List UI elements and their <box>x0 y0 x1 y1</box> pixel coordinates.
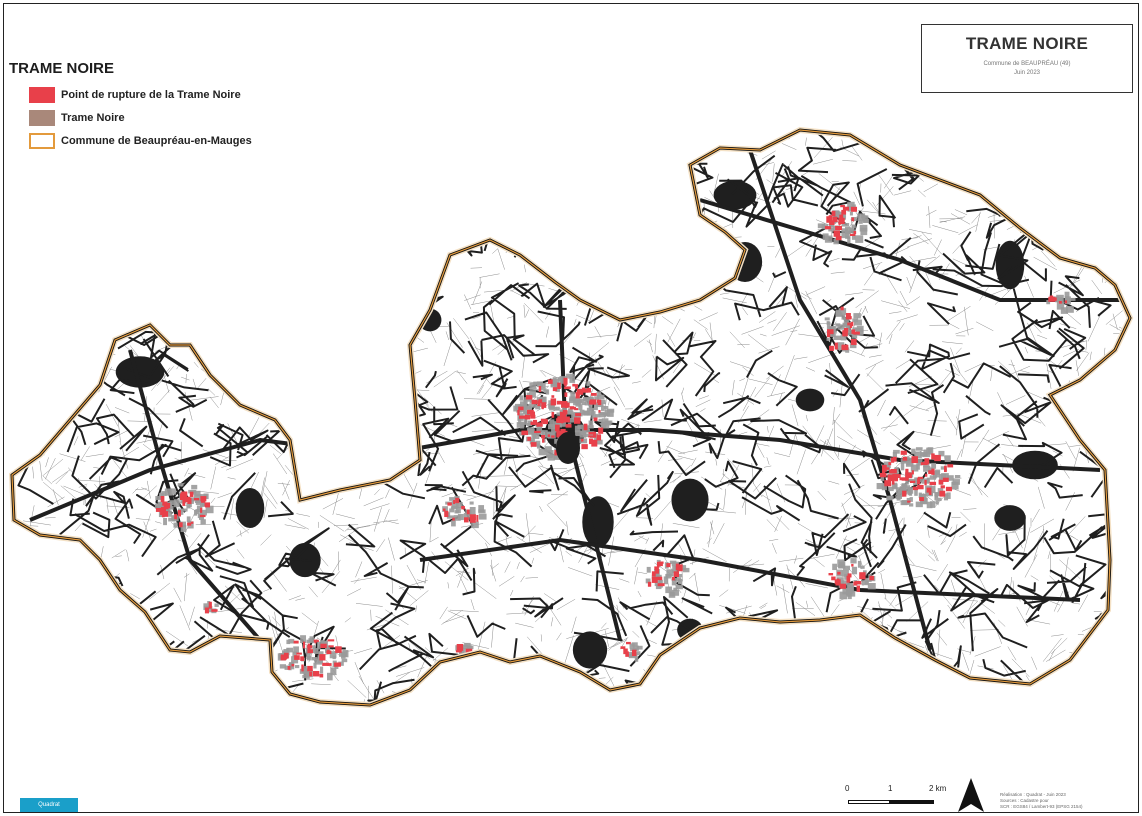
producer-logo: Quadrat <box>20 798 78 812</box>
legend-swatch-rupture <box>29 87 55 103</box>
credits-line-3: SCR : EGS84 / Lambert-93 (EPSG 2154) <box>1000 804 1083 809</box>
legend-item-rupture: Point de rupture de la Trame Noire <box>29 85 252 105</box>
scale-tick-0: 0 <box>845 784 850 793</box>
legend-swatch-commune <box>29 133 55 149</box>
scale-tick-2: 2 km <box>929 784 947 793</box>
scale-segment-2 <box>890 800 934 804</box>
legend-label-commune: Commune de Beaupréau-en-Mauges <box>61 135 252 147</box>
legend-item-trame: Trame Noire <box>29 108 252 128</box>
credits-line-1: Réalisation : Quadrat - Juin 2023 <box>1000 792 1066 797</box>
credits: Réalisation : Quadrat - Juin 2023 Source… <box>1000 792 1130 810</box>
scale-segment-1 <box>848 800 890 804</box>
legend-swatch-trame <box>29 110 55 126</box>
scale-bar: 0 1 2 km <box>842 784 952 810</box>
legend-title: TRAME NOIRE <box>9 60 114 77</box>
map-date: Juin 2023 <box>1013 70 1041 76</box>
map-title: TRAME NOIRE <box>965 34 1089 53</box>
north-arrow-icon <box>958 778 984 812</box>
map-frame <box>3 3 1139 813</box>
title-box: TRAME NOIRE Commune de BEAUPRÉAU (49) Ju… <box>921 24 1133 93</box>
scale-tick-1: 1 <box>888 784 893 793</box>
legend-label-rupture: Point de rupture de la Trame Noire <box>61 89 241 101</box>
legend: TRAME NOIRE Point de rupture de la Trame… <box>9 60 252 154</box>
map-subtitle: Commune de BEAUPRÉAU (49) <box>983 61 1071 67</box>
commune-border-orange <box>11 129 1131 706</box>
legend-label-trame: Trame Noire <box>61 112 125 124</box>
credits-line-2: Sources : Cadastre pour <box>1000 798 1049 803</box>
legend-item-commune: Commune de Beaupréau-en-Mauges <box>29 131 252 151</box>
town-clusters <box>154 201 1076 681</box>
